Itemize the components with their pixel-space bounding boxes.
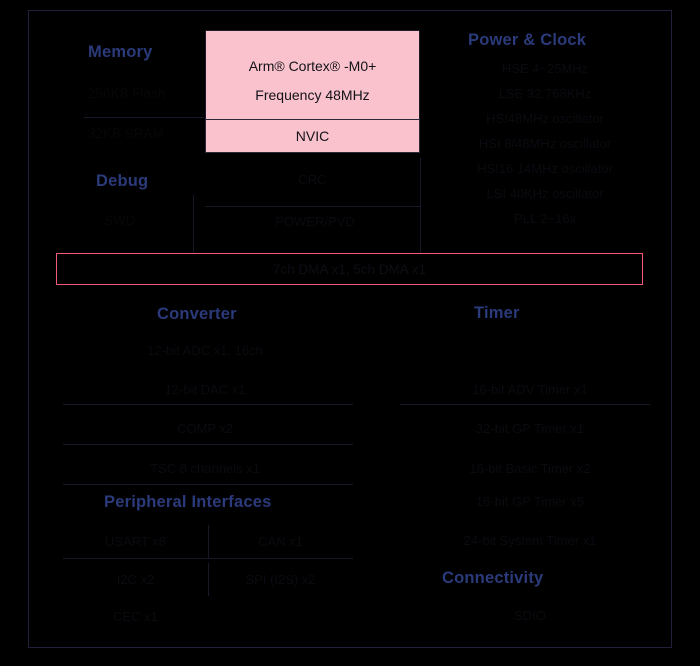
memory-divider — [84, 117, 204, 118]
power-clock-item-3: HSI 8/48MHz oscillator — [478, 136, 612, 151]
section-header-connectivity: Connectivity — [442, 569, 544, 587]
nvic-block: NVIC — [205, 119, 420, 153]
debug-divider — [193, 195, 194, 253]
timer-item-3: 16-bit GP Timer x5 — [475, 494, 585, 509]
converter-item-comp: COMP x2 — [176, 421, 234, 436]
converter-item-adc: 12-bit ADC x1, 16ch — [147, 343, 263, 358]
center-item-power-pvd: POWER/PVD — [275, 214, 355, 229]
center-item-crc: CRC — [298, 172, 327, 187]
power-clock-item-4: HSI16 14MHz oscillator — [477, 161, 613, 176]
cpu-core-label: Arm® Cortex® -M0+ — [248, 58, 377, 74]
converter-divider-3 — [63, 484, 353, 485]
bus-label: 7ch DMA x1, 5ch DMA x1 — [272, 261, 427, 277]
debug-item-swd: SWD — [104, 213, 136, 228]
section-header-memory: Memory — [88, 43, 153, 61]
peripheral-item-i2c: I2C x2 — [116, 571, 155, 587]
timer-item-1: 32-bit GP Timer x1 — [475, 421, 585, 436]
peripheral-item-can: CAN x1 — [258, 533, 303, 549]
diagram-frame — [28, 10, 672, 648]
timer-divider-1 — [400, 404, 650, 405]
section-header-timer: Timer — [474, 304, 520, 322]
power-clock-item-1: LSE 32.768KHz — [498, 86, 592, 101]
converter-item-tsc: TSC 8 channels x1 — [150, 461, 260, 476]
bus-matrix-bar: 7ch DMA x1, 5ch DMA x1 — [56, 253, 643, 285]
center-divider — [205, 206, 420, 207]
center-right-divider — [420, 158, 421, 253]
power-clock-item-6: PLL 2~16x — [513, 211, 577, 226]
converter-divider-2 — [63, 444, 353, 445]
timer-item-4: 24-bit System Timer x1 — [463, 533, 597, 548]
cpu-frequency-label: Frequency 48MHz — [255, 87, 370, 103]
connectivity-item-sdio: SDIO — [514, 608, 546, 623]
peripheral-item-usart: USART x8 — [105, 533, 166, 549]
section-header-peripheral-interfaces: Peripheral Interfaces — [104, 493, 272, 511]
peripheral-vdivider-2 — [208, 563, 209, 596]
peripheral-vdivider-1 — [208, 525, 209, 558]
memory-item-flash: 256KB Flash — [88, 86, 166, 101]
power-clock-item-2: HSI48MHz oscillator — [486, 111, 604, 126]
timer-item-0: 16-bit ADV Timer x1 — [472, 382, 588, 397]
power-clock-item-5: LSI 40KHz oscillator — [486, 186, 604, 201]
power-clock-item-0: HSE 4~25MHz — [501, 61, 589, 76]
converter-item-dac: 12-bit DAC x1 — [164, 382, 246, 397]
section-header-converter: Converter — [157, 305, 237, 323]
memory-item-sram: 32KB SRAM — [88, 126, 164, 141]
peripheral-item-cec: CEC x1 — [113, 608, 158, 624]
section-header-debug: Debug — [96, 172, 149, 190]
section-header-power-clock: Power & Clock — [468, 31, 587, 49]
peripheral-item-spi: SPI (I2S) x2 — [245, 571, 316, 587]
converter-divider-1 — [63, 404, 353, 405]
peripheral-divider-1 — [63, 558, 353, 559]
timer-item-2: 16-bit Basic Timer x2 — [469, 461, 591, 476]
